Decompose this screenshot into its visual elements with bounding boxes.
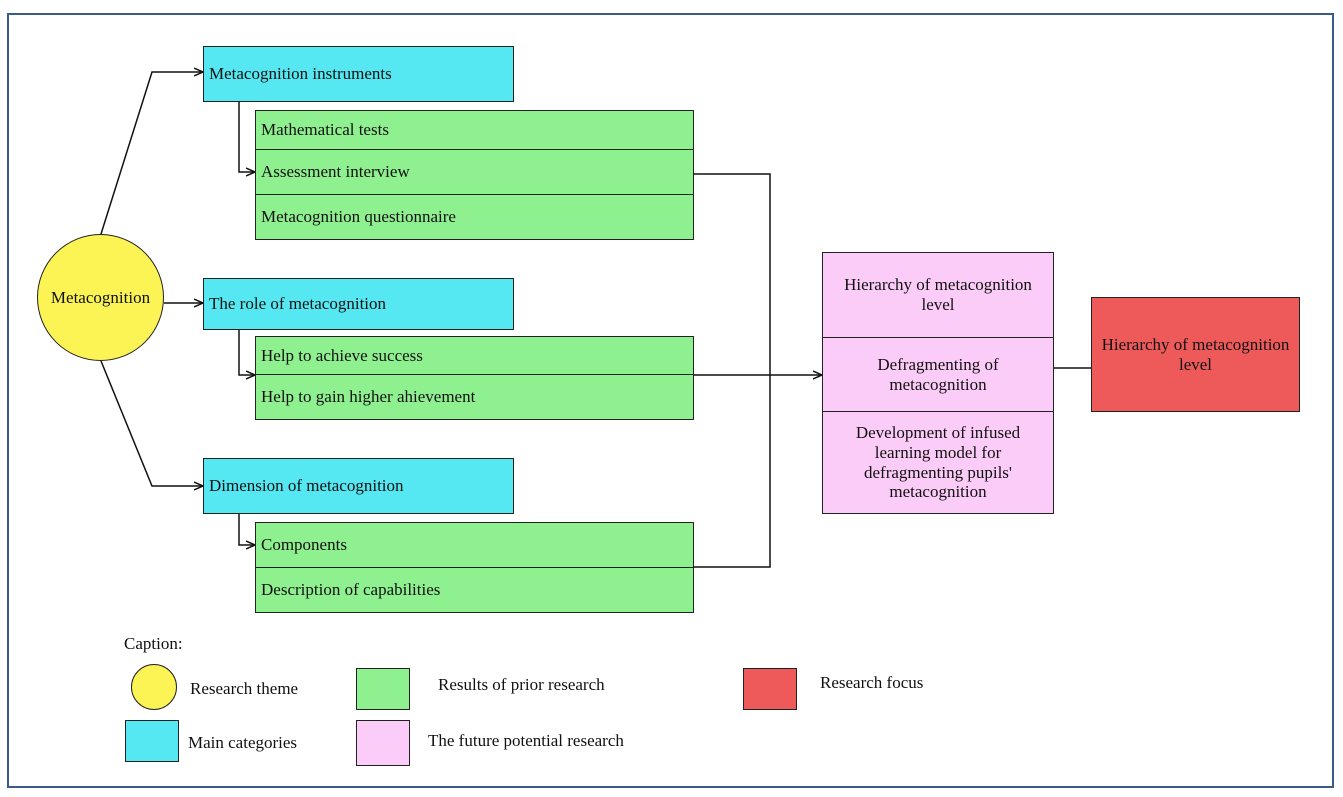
research-theme-circle: Metacognition — [37, 234, 164, 361]
research-focus-box: Hierarchy of metacognition level — [1091, 297, 1300, 412]
focus-label: Hierarchy of metacognition level — [1101, 334, 1290, 374]
result-metacognition-questionnaire: Metacognition questionnaire — [255, 194, 694, 240]
arrow-theme-to-dimension — [100, 360, 203, 486]
result-label: Help to achieve success — [261, 345, 423, 365]
legend-prior-label: Results of prior research — [438, 675, 605, 694]
future-label: Hierarchy of metacognition level — [844, 275, 1032, 314]
legend-theme-swatch — [131, 664, 177, 710]
legend-categories-label: Main categories — [188, 733, 298, 752]
future-defragmenting: Defragmenting of metacognition — [822, 337, 1054, 412]
line-results-bottom — [694, 375, 771, 568]
result-label: Assessment interview — [261, 162, 410, 182]
caption-title: Caption: — [124, 634, 183, 653]
result-assessment-interview: Assessment interview — [255, 149, 694, 195]
result-label: Description of capabilities — [261, 580, 441, 600]
category-role: The role of metacognition — [203, 278, 514, 330]
legend-theme-label: Research theme — [190, 679, 299, 698]
result-achieve-success: Help to achieve success — [255, 336, 694, 375]
legend-future-swatch — [356, 720, 410, 766]
result-label: Components — [261, 535, 347, 555]
legend-prior-swatch — [356, 668, 410, 710]
result-label: Mathematical tests — [261, 120, 389, 140]
future-hierarchy: Hierarchy of metacognition level — [822, 252, 1054, 338]
category-dimension: Dimension of metacognition — [203, 458, 514, 514]
category-instruments: Metacognition instruments — [203, 46, 514, 102]
legend-focus-label: Research focus — [820, 673, 924, 692]
diagram-frame — [7, 13, 1334, 788]
future-infused-model: Development of infused learning model fo… — [822, 411, 1054, 514]
category-label: The role of metacognition — [209, 294, 387, 314]
result-higher-achievement: Help to gain higher ahievement — [255, 374, 694, 420]
future-label: Defragmenting of metacognition — [877, 354, 999, 394]
result-mathematical-tests: Mathematical tests — [255, 110, 694, 150]
future-label: Development of infused learning model fo… — [855, 423, 1021, 502]
category-label: Dimension of metacognition — [209, 476, 404, 496]
arrow-theme-to-instruments — [100, 72, 203, 235]
arrow-instruments-to-results — [238, 102, 255, 172]
result-components: Components — [255, 522, 694, 568]
result-label: Metacognition questionnaire — [261, 207, 456, 227]
result-label: Help to gain higher ahievement — [261, 387, 476, 407]
legend-focus-swatch — [743, 668, 797, 710]
category-label: Metacognition instruments — [209, 64, 392, 84]
line-results-top — [694, 173, 771, 375]
arrow-dimension-to-results — [238, 514, 255, 545]
legend-categories-swatch — [125, 720, 179, 762]
legend-future-label: The future potential research — [428, 731, 624, 750]
research-theme-label: Metacognition — [50, 287, 151, 307]
arrow-role-to-results — [238, 330, 255, 375]
result-capabilities: Description of capabilities — [255, 567, 694, 613]
